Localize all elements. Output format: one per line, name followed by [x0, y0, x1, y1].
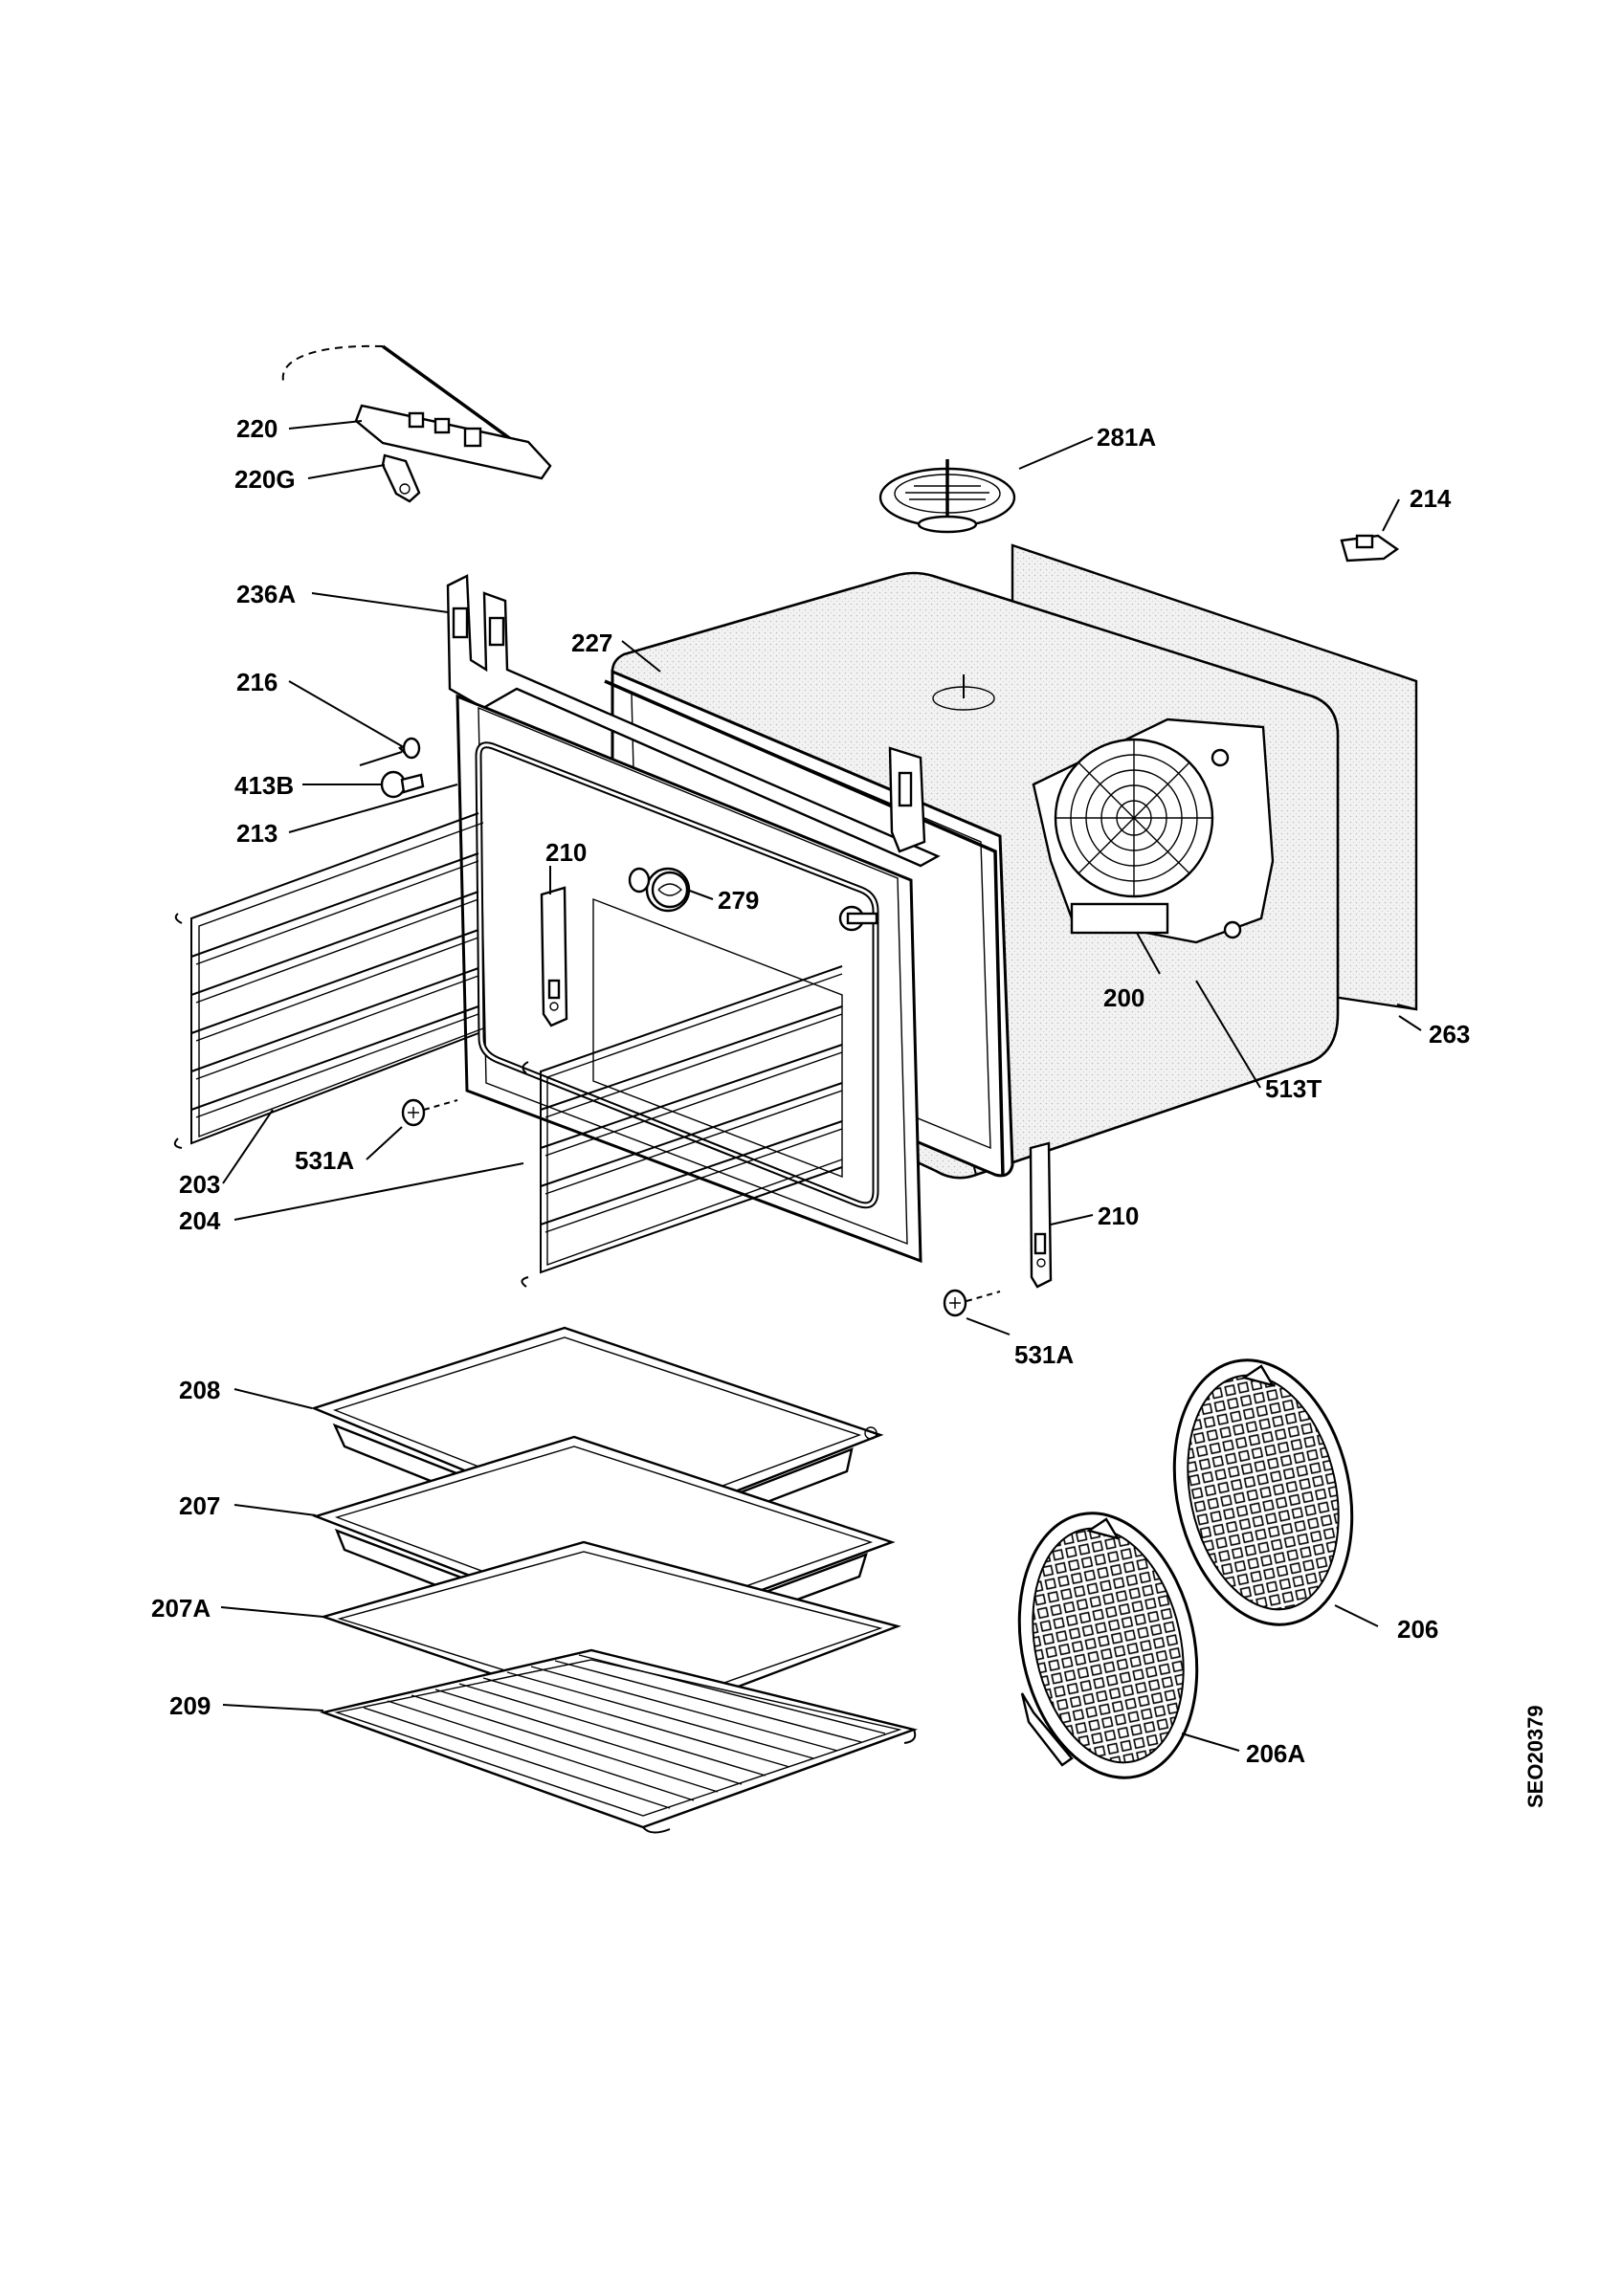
- screw-216: [359, 737, 421, 766]
- label-263: 263: [1429, 1020, 1470, 1049]
- label-206: 206: [1397, 1615, 1438, 1644]
- label-204: 204: [179, 1206, 221, 1235]
- leader-lines: [220, 420, 1422, 1752]
- lamp-cover-279: [651, 871, 689, 909]
- bracket-clip-220G: [381, 453, 421, 503]
- screw-531A-upper: [401, 1098, 458, 1127]
- front-frame-213: [455, 694, 922, 1264]
- label-413B: 413B: [234, 771, 294, 800]
- label-213: 213: [236, 819, 278, 848]
- shelf-support-210-left: [540, 886, 568, 1027]
- label-279: 279: [718, 886, 759, 915]
- label-207A: 207A: [151, 1594, 211, 1623]
- thermostat-bracket-220: [281, 344, 552, 480]
- label-220G: 220G: [234, 465, 296, 494]
- shelf-runner-204: [521, 965, 843, 1288]
- front-frame-236A: [446, 574, 941, 868]
- wire-shelf-209: [319, 1648, 919, 1834]
- knob-413B: [380, 770, 425, 799]
- label-513T: 513T: [1265, 1074, 1322, 1103]
- label-531A-upper: 531A: [295, 1146, 354, 1175]
- fan-cover-281A: [878, 459, 1016, 534]
- label-208: 208: [179, 1376, 220, 1404]
- label-281A: 281A: [1097, 423, 1156, 452]
- drawing-code: SEO20379: [1523, 1705, 1547, 1808]
- label-220: 220: [236, 414, 278, 443]
- sensor-clip-214: [1340, 534, 1400, 563]
- label-206A: 206A: [1246, 1739, 1305, 1768]
- label-236A: 236A: [236, 580, 296, 608]
- fan-motor-200: [1032, 718, 1275, 944]
- label-214: 214: [1410, 484, 1452, 513]
- shelf-runner-203: [173, 812, 484, 1149]
- fan-grille-206: [1172, 1358, 1354, 1626]
- label-207: 207: [179, 1491, 220, 1520]
- label-203: 203: [179, 1170, 220, 1199]
- screw-531A-lower: [943, 1289, 1001, 1317]
- label-216: 216: [236, 668, 278, 696]
- label-210-lower: 210: [1098, 1202, 1139, 1230]
- label-531A-lower: 531A: [1014, 1340, 1074, 1369]
- callout-labels: 220 220G 236A 216 413B 213 227 210 279 2…: [151, 414, 1547, 1808]
- label-209: 209: [169, 1691, 211, 1720]
- fan-grille-206A: [1017, 1512, 1199, 1779]
- label-227: 227: [571, 629, 612, 657]
- label-210-upper: 210: [545, 838, 587, 867]
- shelf-support-210-right: [1029, 1141, 1053, 1289]
- label-200: 200: [1103, 983, 1144, 1012]
